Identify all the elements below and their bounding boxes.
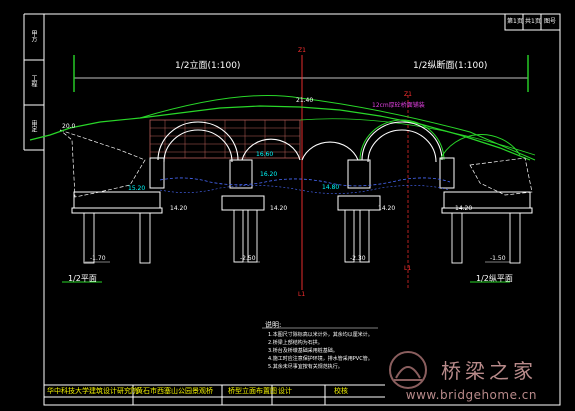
title-org: 华中科技大学建筑设计研究院 <box>47 387 138 395</box>
watermark-logo <box>389 351 427 389</box>
drawing-frame <box>43 13 561 406</box>
elev-pile3: -2.30 <box>350 255 366 262</box>
elev-g: 14.20 <box>378 205 396 212</box>
notes-title: 说明: <box>265 321 282 329</box>
deck-right <box>299 106 531 161</box>
note-4: 4.施工时应注意保护环境，排水管采用PVC管。 <box>268 356 373 362</box>
left-embankment <box>59 129 146 198</box>
elev-f: 14.20 <box>270 205 288 212</box>
arch-upper-line <box>139 95 536 161</box>
top-cell-2: 共1页 <box>525 18 541 25</box>
elev-pile4: -1.50 <box>490 255 506 262</box>
elev-c: 15.20 <box>128 185 146 192</box>
note-3: 3.桥台及桥墩基础采用桩基础。 <box>268 348 338 354</box>
note-arch: 12cm厚砼桥面铺装 <box>372 102 425 109</box>
elev-pile2: -2.50 <box>240 255 256 262</box>
elev-e: 14.20 <box>170 205 188 212</box>
right-header: 1/2纵断面(1:100) <box>413 61 488 71</box>
note-1: 1.本图尺寸除标高以米计外，其余均以厘米计。 <box>268 332 373 338</box>
title-project: 黄石市西塞山公园景观桥 <box>136 387 213 395</box>
right-mark-bottom: L1 <box>404 265 412 272</box>
title-design: 设计 <box>278 387 292 395</box>
elev-top: 21.40 <box>296 97 314 104</box>
arch-rings-green <box>359 119 521 161</box>
note-5: 5.其余未尽事宜按有关规范执行。 <box>268 364 343 370</box>
elev-h: 14.20 <box>455 205 473 212</box>
ground-line <box>159 185 451 194</box>
note-2: 2.桥梁上部结构为石拱。 <box>268 340 323 346</box>
elev-left: 20.0 <box>62 123 76 130</box>
top-cells-box <box>504 13 561 31</box>
arches <box>157 121 443 163</box>
center-mark-top: Z1 <box>298 47 306 54</box>
elev-a: 16.60 <box>256 151 274 158</box>
water-line <box>159 177 451 187</box>
top-cell-3: 图号 <box>544 18 557 25</box>
elev-b: 16.20 <box>260 171 278 178</box>
center-mark-bottom: L1 <box>298 291 306 298</box>
footings <box>71 191 533 214</box>
side-label-3: 审定 <box>30 120 37 132</box>
watermark-url: www.bridgehome.cn <box>405 388 537 402</box>
elev-d: 14.80 <box>322 184 340 191</box>
top-cell-1: 第1页 <box>507 18 523 25</box>
left-plan-label: 1/2平面 <box>68 274 97 283</box>
arch-upper-line-2 <box>299 118 536 156</box>
side-label-2: 工程 <box>30 75 37 87</box>
title-drawing-name: 桥型立面布置图 <box>228 387 277 395</box>
left-header: 1/2立面(1:100) <box>175 61 241 71</box>
watermark-cn: 桥梁之家 <box>441 359 537 383</box>
elev-pile1: -1.70 <box>90 255 106 262</box>
right-mark-top: Z1 <box>404 91 412 98</box>
right-plan-label: 1/2纵平面 <box>476 274 513 283</box>
piers <box>149 157 455 189</box>
title-check: 校核 <box>334 387 348 395</box>
right-embankment <box>469 157 533 196</box>
masonry-hatch <box>150 120 300 158</box>
side-label-1: 甲方 <box>30 30 37 42</box>
